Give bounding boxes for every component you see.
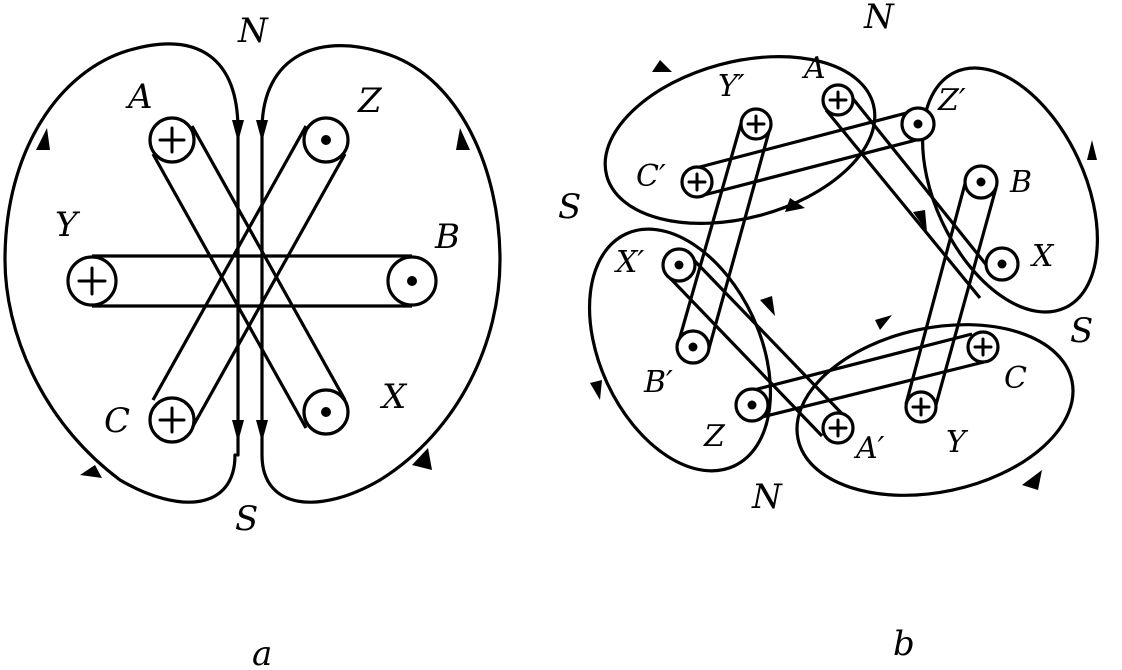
- conductor-A: [148, 116, 196, 164]
- conductor-Z: [302, 116, 350, 164]
- conductor-B-b: [963, 164, 999, 200]
- arrow-b-6: [760, 296, 775, 316]
- conductor-C-b: [966, 330, 1000, 364]
- flux-loop-top: [603, 55, 877, 225]
- arrow-a-7: [80, 465, 102, 478]
- coil-band-Cp-Zp: [695, 108, 925, 198]
- conductor-B: [386, 255, 438, 307]
- panel-b: N S S N Y′ A Z′ C′ B X X′ B′ Z A′ Y C b: [558, 0, 1100, 664]
- arrow-b-5: [590, 380, 602, 400]
- arrow-b-3: [1087, 140, 1097, 160]
- flux-loop-left: [587, 227, 773, 473]
- coil-label-Bp: B′: [643, 365, 673, 400]
- coil-label-C: C: [104, 401, 130, 441]
- arrow-a-3: [232, 420, 244, 442]
- coil-label-X: X: [379, 377, 408, 417]
- coil-label-Cp: C′: [636, 159, 666, 194]
- pole-label-S-right: S: [1070, 311, 1093, 351]
- conductor-Zp: [900, 106, 936, 142]
- coil-label-C-b: C: [1004, 361, 1027, 396]
- caption-a: a: [252, 634, 272, 670]
- pole-label-N: N: [237, 11, 269, 51]
- conductor-C: [148, 396, 196, 444]
- caption-b: b: [893, 624, 915, 664]
- coil-band-B-Y: [904, 179, 998, 413]
- pole-label-S-left: S: [558, 187, 581, 227]
- conductor-A-b: [821, 83, 855, 117]
- flux-left-outer: [3, 42, 240, 504]
- arrow-b-1: [652, 60, 672, 72]
- conductor-Z-b: [734, 387, 770, 423]
- coil-label-Xp: X′: [614, 245, 644, 280]
- coil-label-Y-b: Y: [946, 425, 969, 460]
- flux-right-outer: [260, 44, 502, 504]
- coil-label-A: A: [125, 77, 153, 117]
- coil-band-Z-C: [745, 332, 985, 420]
- coil-band-Z-C: [151, 125, 347, 429]
- arrow-a-8: [412, 448, 432, 470]
- flux-loop-right: [920, 66, 1100, 314]
- pole-label-N-bottom: N: [751, 477, 783, 517]
- conductor-Ap: [821, 411, 855, 445]
- conductor-Cp: [680, 165, 714, 199]
- coil-label-Ap: A′: [853, 431, 885, 466]
- coil-label-B-b: B: [1009, 165, 1032, 200]
- coil-label-Yp: Y′: [718, 69, 745, 104]
- coil-label-B: B: [434, 217, 460, 257]
- conductor-Y: [66, 255, 118, 307]
- conductor-Yp: [739, 107, 773, 141]
- flux-loop-bottom: [795, 323, 1075, 497]
- coil-band-A-X: [151, 125, 347, 429]
- coil-label-Z-b: Z: [703, 419, 726, 454]
- coil-band-Yp-Bp: [676, 119, 772, 353]
- arrow-a-5: [36, 128, 50, 150]
- conductor-X: [302, 388, 350, 436]
- arrow-b-7: [875, 315, 892, 330]
- coil-label-X-b: X: [1030, 239, 1055, 274]
- arrow-b-8: [1022, 470, 1042, 490]
- panel-a: N S A Z Y B C X a: [3, 11, 502, 670]
- arrow-a-2: [256, 120, 268, 142]
- pole-label-S: S: [235, 499, 258, 539]
- coil-label-Y: Y: [55, 205, 81, 245]
- pole-label-N-top: N: [863, 0, 895, 37]
- arrow-a-6: [456, 128, 470, 150]
- coil-label-Z: Z: [357, 81, 383, 121]
- arrow-a-1: [232, 120, 244, 142]
- coil-label-Zp: Z′: [937, 83, 966, 118]
- coil-band-A-X: [824, 88, 994, 300]
- coil-label-A-b: A: [801, 51, 826, 86]
- conductor-Bp: [675, 329, 711, 365]
- arrow-b-2: [785, 198, 805, 212]
- arrow-a-4: [256, 420, 268, 442]
- coil-band-Y-B: [92, 254, 412, 308]
- arrow-b-4: [913, 210, 927, 232]
- conductor-Xp: [661, 247, 697, 283]
- conductor-Y-b: [904, 390, 938, 424]
- conductor-X-b: [984, 246, 1020, 282]
